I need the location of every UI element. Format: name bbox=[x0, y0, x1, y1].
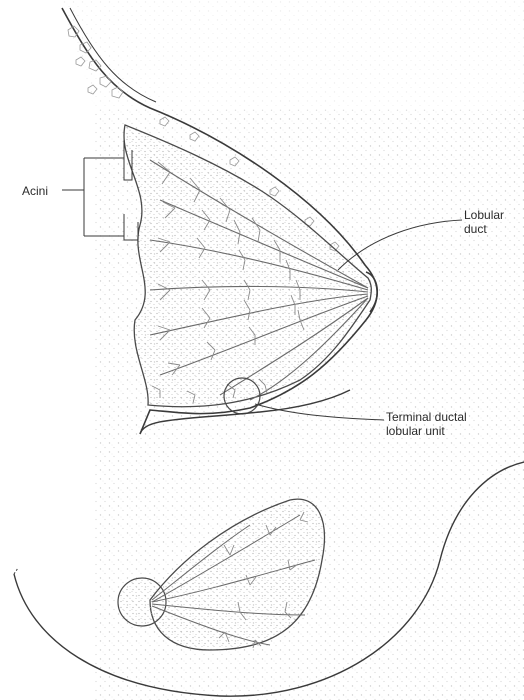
lobular-duct-label: Lobular duct bbox=[464, 208, 504, 236]
acini-label: Acini bbox=[22, 184, 48, 198]
tdlu-label-line2: lobular unit bbox=[386, 424, 467, 438]
upper-chest-region bbox=[60, 0, 524, 110]
lobular-duct-label-line2: duct bbox=[464, 222, 504, 236]
tdlu-label-line1: Terminal ductal bbox=[386, 410, 467, 424]
lobular-duct-label-line1: Lobular bbox=[464, 208, 504, 222]
tdlu-label: Terminal ductal lobular unit bbox=[386, 410, 467, 438]
lower-dashed-edge bbox=[14, 568, 18, 574]
lower-nipple-circle bbox=[118, 578, 166, 626]
